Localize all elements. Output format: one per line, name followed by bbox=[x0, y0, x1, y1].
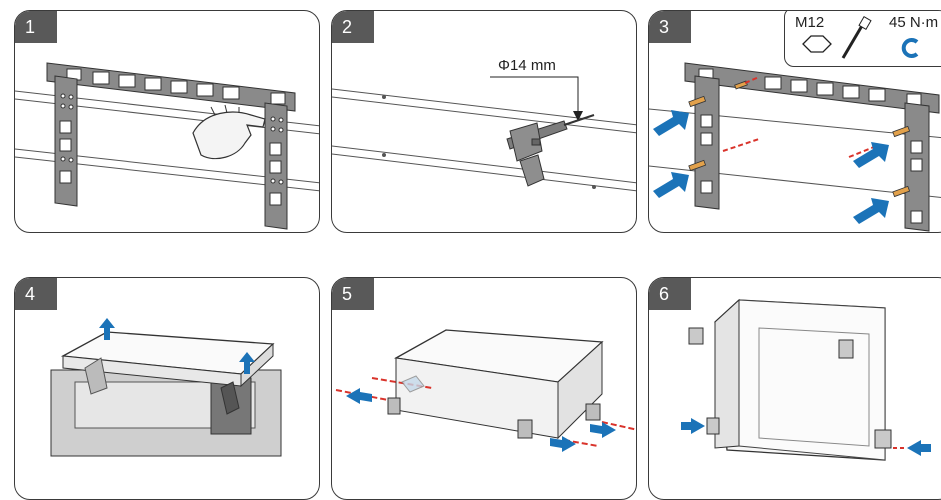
lift-up-arrow-icon bbox=[99, 318, 255, 374]
lifting-device-illustration bbox=[681, 298, 931, 461]
push-direction-arrow-icon bbox=[346, 388, 616, 452]
step-number-badge: 1 bbox=[15, 11, 57, 43]
power-drill-icon bbox=[506, 114, 595, 187]
unpacking-illustration bbox=[50, 318, 282, 457]
step-3-panel: 3 M12 45 N·m bbox=[648, 10, 941, 233]
step-number-badge: 2 bbox=[332, 11, 374, 43]
torque-value-label: 45 N·m bbox=[889, 14, 939, 31]
drilling-illustration bbox=[332, 76, 636, 192]
bolt-installation-illustration bbox=[649, 62, 941, 232]
step-6-panel: 6 bbox=[648, 277, 941, 500]
expansion-bolt-icon bbox=[688, 80, 911, 198]
step-2-panel: 2 Φ14 mm bbox=[331, 10, 637, 233]
bracket-positioning-illustration bbox=[15, 62, 319, 230]
clockwise-rotation-icon bbox=[901, 38, 919, 58]
handle-attachment-illustration bbox=[335, 329, 636, 452]
hex-nut-icon bbox=[802, 35, 832, 53]
lifting-handle-icon bbox=[688, 327, 892, 449]
push-direction-arrow-icon bbox=[653, 110, 889, 224]
step-number-badge: 3 bbox=[649, 11, 691, 43]
step-number-badge: 4 bbox=[15, 278, 57, 310]
gloved-hand-icon bbox=[192, 104, 266, 160]
lifting-handle-icon bbox=[387, 397, 601, 439]
drill-diameter-label: Φ14 mm bbox=[498, 57, 556, 74]
step-number-badge: 5 bbox=[332, 278, 374, 310]
torque-spec-box: M12 45 N·m bbox=[784, 11, 941, 67]
push-direction-arrow-icon bbox=[681, 418, 931, 456]
torque-wrench-icon bbox=[841, 15, 872, 59]
step-number-badge: 6 bbox=[649, 278, 691, 310]
bolt-size-label: M12 bbox=[795, 14, 825, 31]
step-1-panel: 1 bbox=[14, 10, 320, 233]
step-4-panel: 4 bbox=[14, 277, 320, 500]
step-5-panel: 5 bbox=[331, 277, 637, 500]
